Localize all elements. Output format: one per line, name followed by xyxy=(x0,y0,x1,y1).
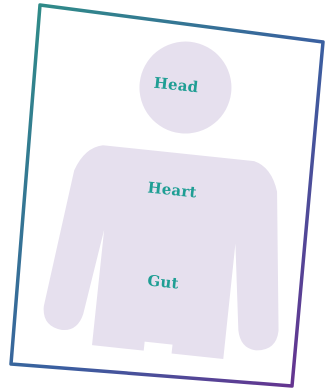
label-gut: Gut xyxy=(147,271,180,292)
